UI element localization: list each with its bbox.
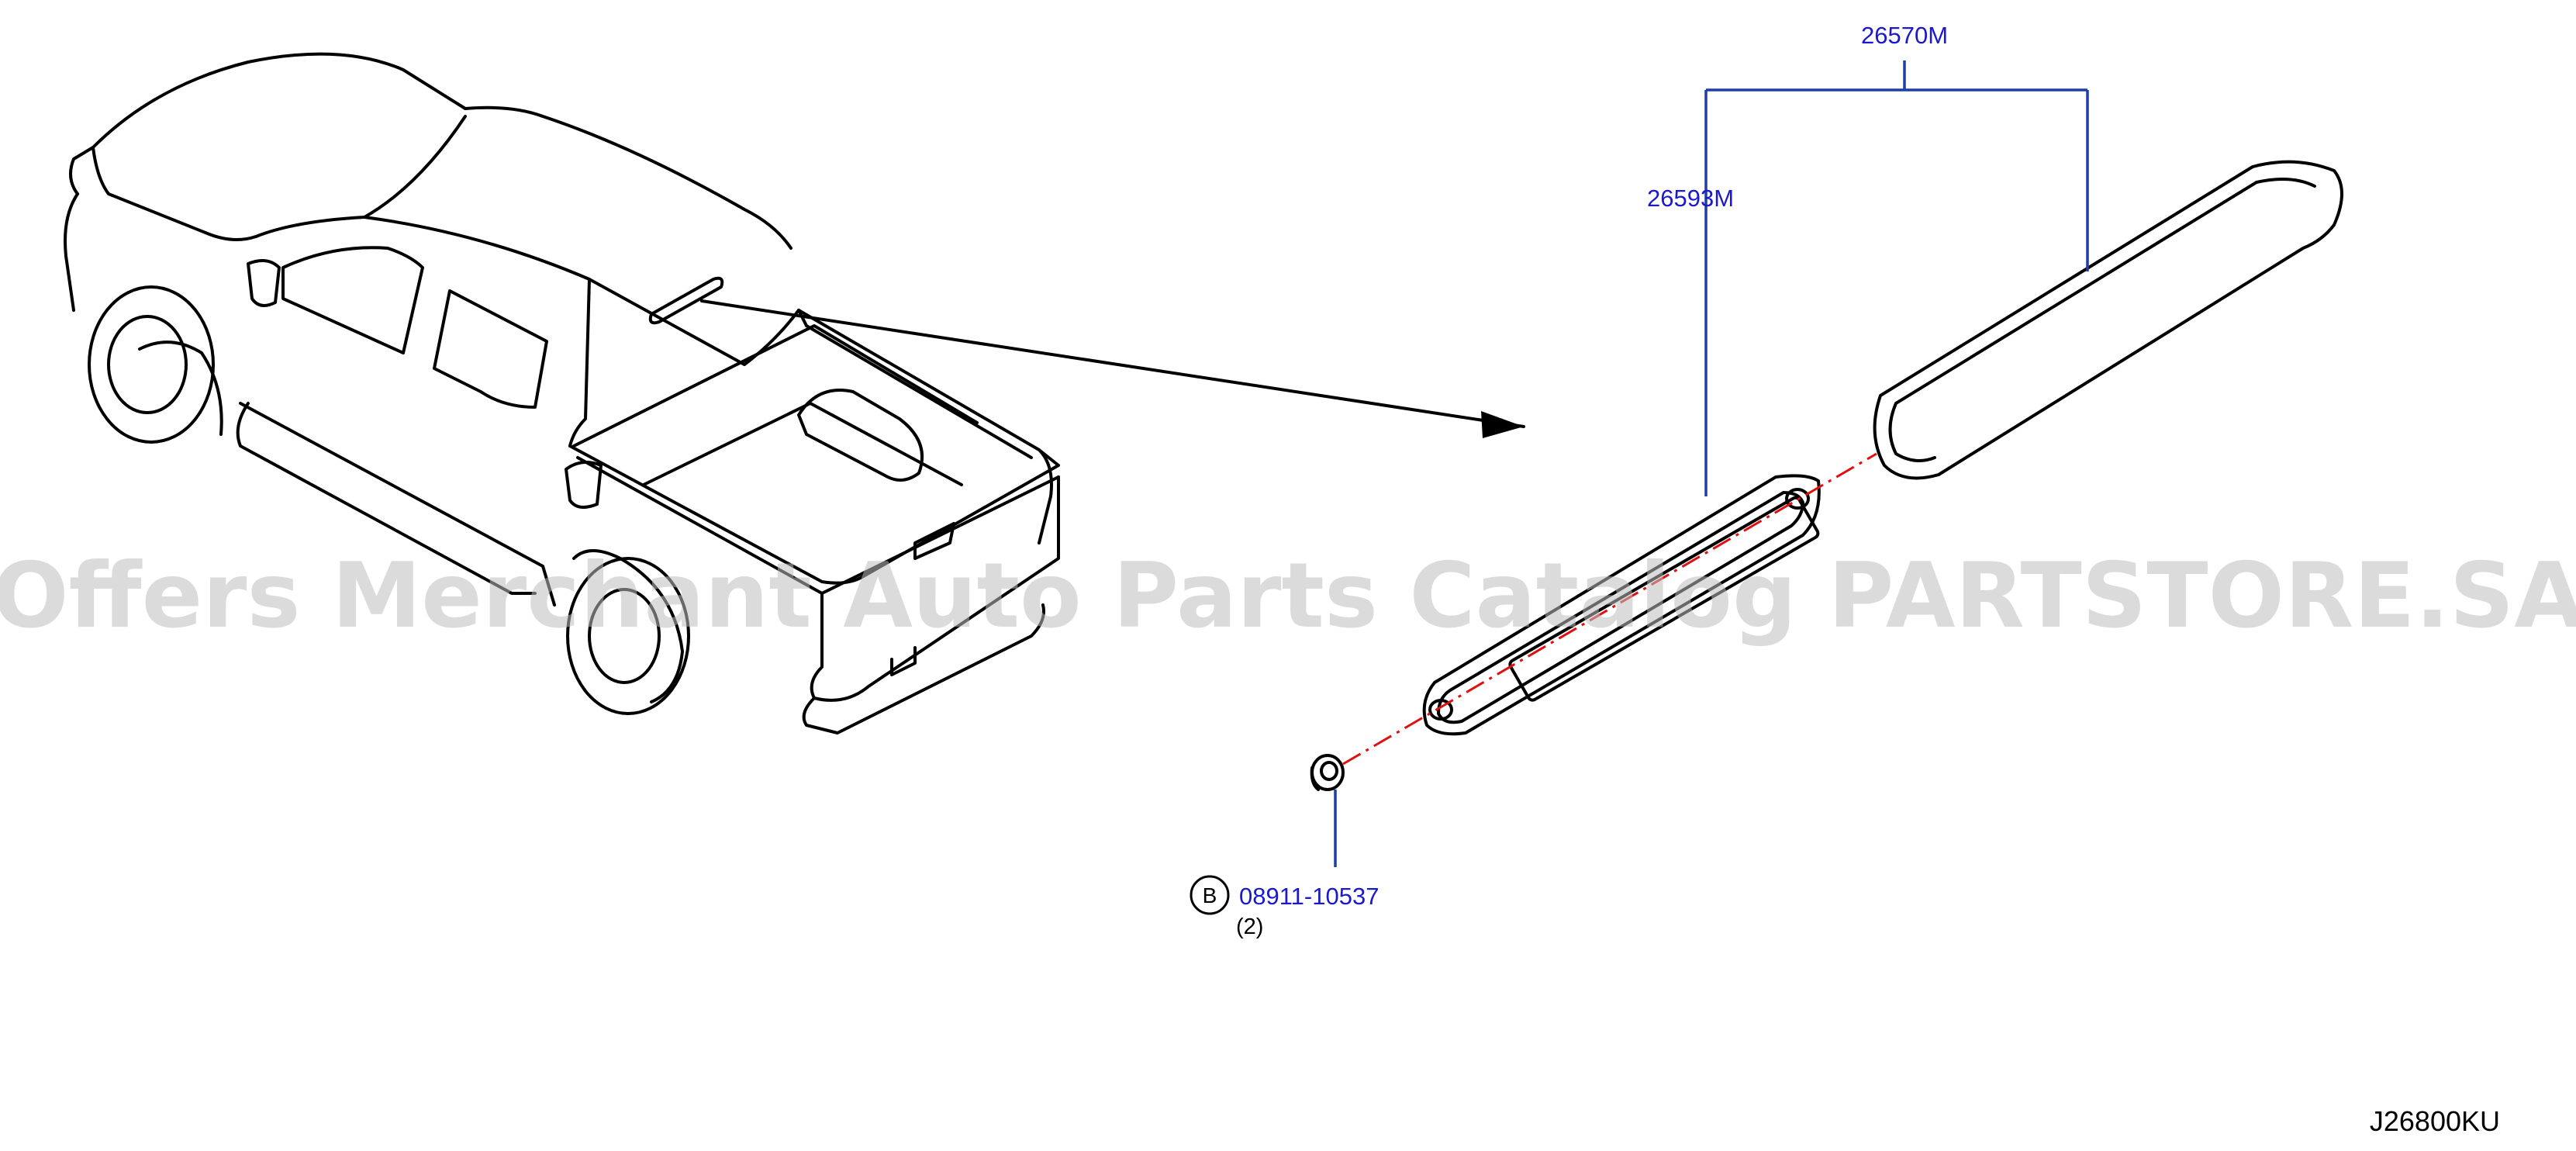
clip-callout: B 08911-10537 (2) xyxy=(1190,875,1379,939)
diagram-reference-code: J26800KU xyxy=(2370,1105,2500,1137)
part-number-08911-10537[interactable]: 08911-10537 xyxy=(1239,883,1379,910)
clip-quantity: (2) xyxy=(1236,914,1263,939)
part-number-26593m[interactable]: 26593M xyxy=(1647,185,1734,212)
high-mount-lamp-lens xyxy=(1873,160,2343,480)
callout-circle xyxy=(1190,875,1230,915)
lamp-gasket xyxy=(1422,474,1821,736)
pointer-arrow-head xyxy=(1481,411,1524,438)
assembly-centerline xyxy=(1342,452,1877,766)
part-number-26570m[interactable]: 26570M xyxy=(1861,22,1948,49)
pickup-truck-illustration xyxy=(64,52,1525,734)
leader-lines xyxy=(1334,60,2089,867)
watermark-text: Offers Merchant Auto Parts Catalog PARTS… xyxy=(0,544,2576,648)
clip-fastener xyxy=(1310,754,1345,791)
callout-letter: B xyxy=(1203,883,1217,907)
